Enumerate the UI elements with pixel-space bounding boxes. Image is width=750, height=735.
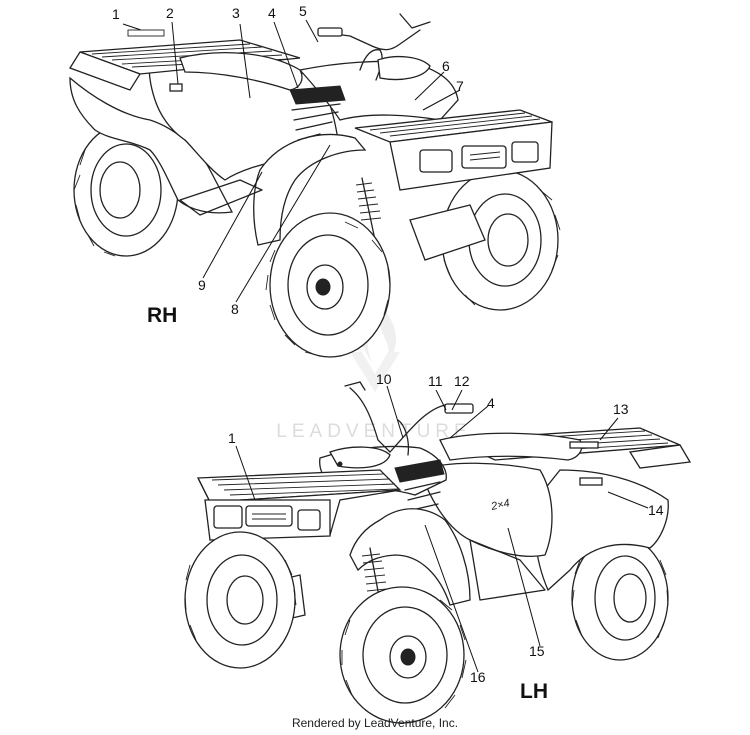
lh-headlight-pod <box>329 446 391 469</box>
lh-seat <box>439 432 583 461</box>
lh-front-far-wheel <box>184 531 297 669</box>
rh-side-decal-stripes <box>289 85 346 141</box>
atv-rh-illustration <box>69 13 561 358</box>
rh-part-2-decal-icon <box>169 83 183 92</box>
rh-callout-4: 4 <box>268 5 276 21</box>
rh-footwell <box>179 179 263 216</box>
rh-handlebar <box>317 13 431 81</box>
rh-callout-6: 6 <box>442 58 450 74</box>
lh-front-near-wheel <box>339 586 467 724</box>
rh-callout-7: 7 <box>456 78 464 94</box>
rh-callout-1: 1 <box>112 6 120 22</box>
lh-callout-16: 16 <box>470 669 486 685</box>
rh-skid-plate <box>409 204 486 261</box>
lh-callout-1: 1 <box>228 430 236 446</box>
lh-callout-10: 10 <box>376 371 392 387</box>
lh-callout-14: 14 <box>648 502 664 518</box>
rh-callout-9: 9 <box>198 277 206 293</box>
lh-front-bumper <box>197 477 401 541</box>
lh-part-14-decal-icon <box>579 477 603 486</box>
rh-front-shock <box>355 177 382 241</box>
lh-side-decal-stripes <box>394 459 445 521</box>
rh-front-fender <box>253 133 367 246</box>
lh-ignition-icon <box>337 461 343 467</box>
watermark-text: LEADVENTURE <box>276 421 471 442</box>
rh-seat <box>179 52 303 91</box>
rh-headlight-pod <box>377 55 431 81</box>
rh-front-near-wheel <box>265 212 391 358</box>
atv-lh-illustration: 2×4 <box>184 381 692 724</box>
rh-callout-8: 8 <box>231 301 239 317</box>
lh-part-13-decal-icon <box>569 441 599 449</box>
lh-footwell <box>469 539 546 601</box>
lh-callout-13: 13 <box>613 401 629 417</box>
rh-part-1-decal-icon <box>127 29 165 37</box>
lh-callout-11: 11 <box>428 373 443 389</box>
rh-view-label: RH <box>147 304 177 327</box>
lh-handlebar <box>344 381 474 456</box>
rh-callouts: 1 2 3 4 5 6 7 8 9 <box>112 3 464 317</box>
lh-callout-12: 12 <box>454 373 470 389</box>
lh-callout-15: 15 <box>529 643 545 659</box>
lh-callout-4: 4 <box>487 395 495 411</box>
rh-callout-2: 2 <box>166 5 174 21</box>
lh-front-fender <box>349 508 471 606</box>
lh-4x4-badge: 2×4 <box>489 497 511 513</box>
rh-front-bumper <box>389 121 553 191</box>
lh-callouts: 10 11 12 4 1 13 14 15 16 <box>228 371 664 685</box>
rh-callout-5: 5 <box>299 3 307 19</box>
lh-view-label: LH <box>520 680 548 703</box>
render-credit: Rendered by LeadVenture, Inc. <box>291 716 459 730</box>
lh-body-side-panel <box>419 462 553 557</box>
rh-callout-3: 3 <box>232 5 240 21</box>
